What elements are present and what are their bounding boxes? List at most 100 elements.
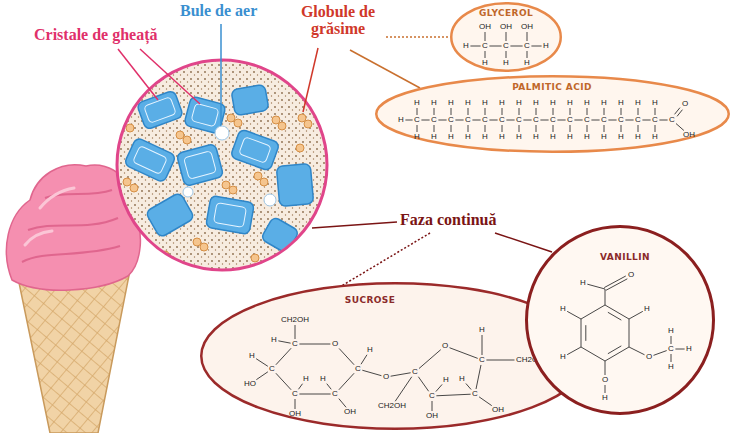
atom-label: H [367, 346, 373, 354]
atom-label: C [414, 116, 420, 124]
atom-label: O [682, 100, 688, 108]
atom-label: H [499, 99, 505, 107]
atom-label: C [499, 116, 505, 124]
atom-label: C [635, 116, 641, 124]
atom-label: H [644, 305, 650, 313]
leader-lines [118, 24, 552, 288]
atom-label: H [543, 42, 549, 50]
atom-label: CH2OH [281, 316, 309, 324]
atom-label: C [448, 116, 454, 124]
callout-label: Cristale de gheață [34, 27, 158, 44]
atom-label: H [499, 133, 505, 141]
atom-label: H [668, 327, 674, 335]
atom-label: C [618, 116, 624, 124]
atom-label: H [560, 305, 566, 313]
molecule-name: VANILLIN [600, 253, 650, 262]
atom-label: C [503, 42, 509, 50]
atom-label: H [516, 133, 522, 141]
atom-label: H [303, 375, 309, 383]
atom-label: O [602, 376, 608, 384]
atom-label: C [550, 116, 556, 124]
magnifier-outline [117, 60, 327, 270]
callout-label: Faza continuă [400, 212, 496, 229]
atom-label: H [602, 394, 608, 402]
atom-label: C [465, 116, 471, 124]
atom-label: C [584, 116, 590, 124]
atom-label: H [533, 99, 539, 107]
vanillin-circle: VANILLINHOHHHOCHHHOH [525, 225, 715, 415]
atom-label: H [652, 99, 658, 107]
atom-label: C [292, 390, 298, 398]
atom-label: H [448, 99, 454, 107]
molecule-name: GLYCEROL [479, 9, 533, 18]
atom-label: C [472, 390, 478, 398]
atom-label: H [482, 133, 488, 141]
atom-label: H [524, 59, 530, 67]
molecule-name: SUCROSE [345, 296, 395, 305]
atom-label: H [271, 336, 277, 344]
atom-label: H [459, 375, 465, 383]
atom-label: OH [683, 131, 695, 139]
atom-label: H [533, 133, 539, 141]
atom-label: H [448, 133, 454, 141]
molecule-name: PALMITIC ACID [512, 83, 592, 92]
atom-label: H [635, 99, 641, 107]
atom-label: H [618, 99, 624, 107]
atom-label: C [412, 368, 418, 376]
atom-label: H [482, 99, 488, 107]
atom-label: C [652, 116, 658, 124]
atom-label: C [524, 42, 530, 50]
atom-label: O [383, 373, 389, 381]
atom-label: OH [500, 23, 512, 31]
atom-label: H [479, 326, 485, 334]
atom-label: C [601, 116, 607, 124]
atom-label: O [442, 342, 448, 350]
atom-label: C [479, 356, 485, 364]
atom-label: H [635, 133, 641, 141]
atom-label: OH [426, 412, 438, 420]
atom-label: H [560, 353, 566, 361]
atom-label: H [584, 99, 590, 107]
atom-label: C [355, 365, 361, 373]
atom-label: H [503, 59, 509, 67]
atom-label: OH [492, 406, 504, 414]
atom-label: H [618, 133, 624, 141]
atom-label: H [414, 99, 420, 107]
atom-label: OH [479, 23, 491, 31]
atom-label: H [463, 42, 469, 50]
magnified-structure [110, 55, 340, 280]
atom-label: OH [344, 408, 356, 416]
atom-label: C [567, 116, 573, 124]
atom-label: C [482, 42, 488, 50]
atom-label: H [550, 99, 556, 107]
atom-label: H [516, 99, 522, 107]
atom-label: H [431, 133, 437, 141]
atom-label: H [567, 133, 573, 141]
atom-label: H [567, 99, 573, 107]
atom-label: O [646, 353, 652, 361]
callout-label: Globule de grăsime [288, 4, 388, 38]
atom-label: H [580, 279, 586, 287]
atom-label: C [669, 116, 675, 124]
atom-label: HO [244, 380, 256, 388]
atom-label: C [668, 345, 674, 353]
atom-label: H [652, 133, 658, 141]
glycerol-ellipse: GLYCEROLOHOHOHHCCCHHHH [450, 2, 562, 72]
atom-label: C [482, 116, 488, 124]
atom-label: H [465, 133, 471, 141]
atom-label: C [516, 116, 522, 124]
atom-label: H [550, 133, 556, 141]
atom-label: H [584, 133, 590, 141]
atom-label: H [414, 133, 420, 141]
atom-label: H [443, 376, 449, 384]
atom-label: OH [289, 410, 301, 418]
atom-label: C [533, 116, 539, 124]
atom-label: O [628, 271, 634, 279]
atom-label: C [269, 365, 275, 373]
atom-label: H [249, 352, 255, 360]
atom-label: H [601, 133, 607, 141]
atom-label: H [465, 99, 471, 107]
atom-label: H [668, 363, 674, 371]
atom-label: C [429, 392, 435, 400]
